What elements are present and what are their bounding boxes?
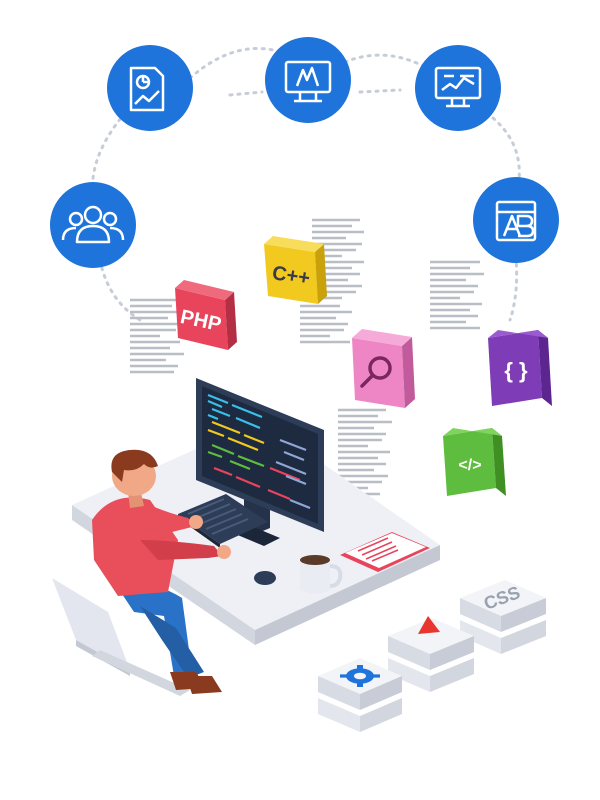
data-monitor-circle <box>415 45 501 131</box>
developer-person <box>92 449 231 694</box>
hair <box>111 449 158 482</box>
code-lines-center-top <box>300 218 364 344</box>
ab-testing-circle <box>473 177 559 263</box>
coffee-mug <box>300 555 343 594</box>
document <box>340 532 430 572</box>
settings-icon <box>340 665 380 687</box>
hand-left <box>189 515 203 529</box>
braces-cube: { } <box>488 330 552 406</box>
mouse <box>254 571 276 585</box>
code-lines-right <box>430 260 484 330</box>
team-circle <box>50 182 136 268</box>
search-cube <box>352 329 415 408</box>
code-tag-label: </> <box>458 457 481 474</box>
php-cube: PHP <box>175 280 237 350</box>
code-lines-left <box>130 298 186 374</box>
code-lines-group <box>130 218 484 502</box>
play-icon <box>418 616 440 634</box>
hand-right <box>217 545 231 559</box>
braces-label: { } <box>504 358 528 383</box>
team-icon <box>61 205 125 244</box>
web-design-icon <box>284 60 332 103</box>
css-block-stack: CSS <box>460 580 546 654</box>
play-block-stack <box>388 616 474 692</box>
analytics-report-icon <box>129 66 165 112</box>
cpp-cube: C++ <box>264 236 327 304</box>
settings-block-stack <box>318 658 402 732</box>
ab-testing-icon <box>495 200 537 242</box>
chair <box>52 578 190 696</box>
analytics-circle <box>107 45 193 131</box>
monitor-code <box>207 393 311 510</box>
web-design-circle <box>265 37 351 123</box>
data-monitor-icon <box>434 66 482 108</box>
code-tag-cube: </> <box>443 428 506 496</box>
shoes <box>170 672 222 694</box>
search-icon <box>360 356 392 388</box>
